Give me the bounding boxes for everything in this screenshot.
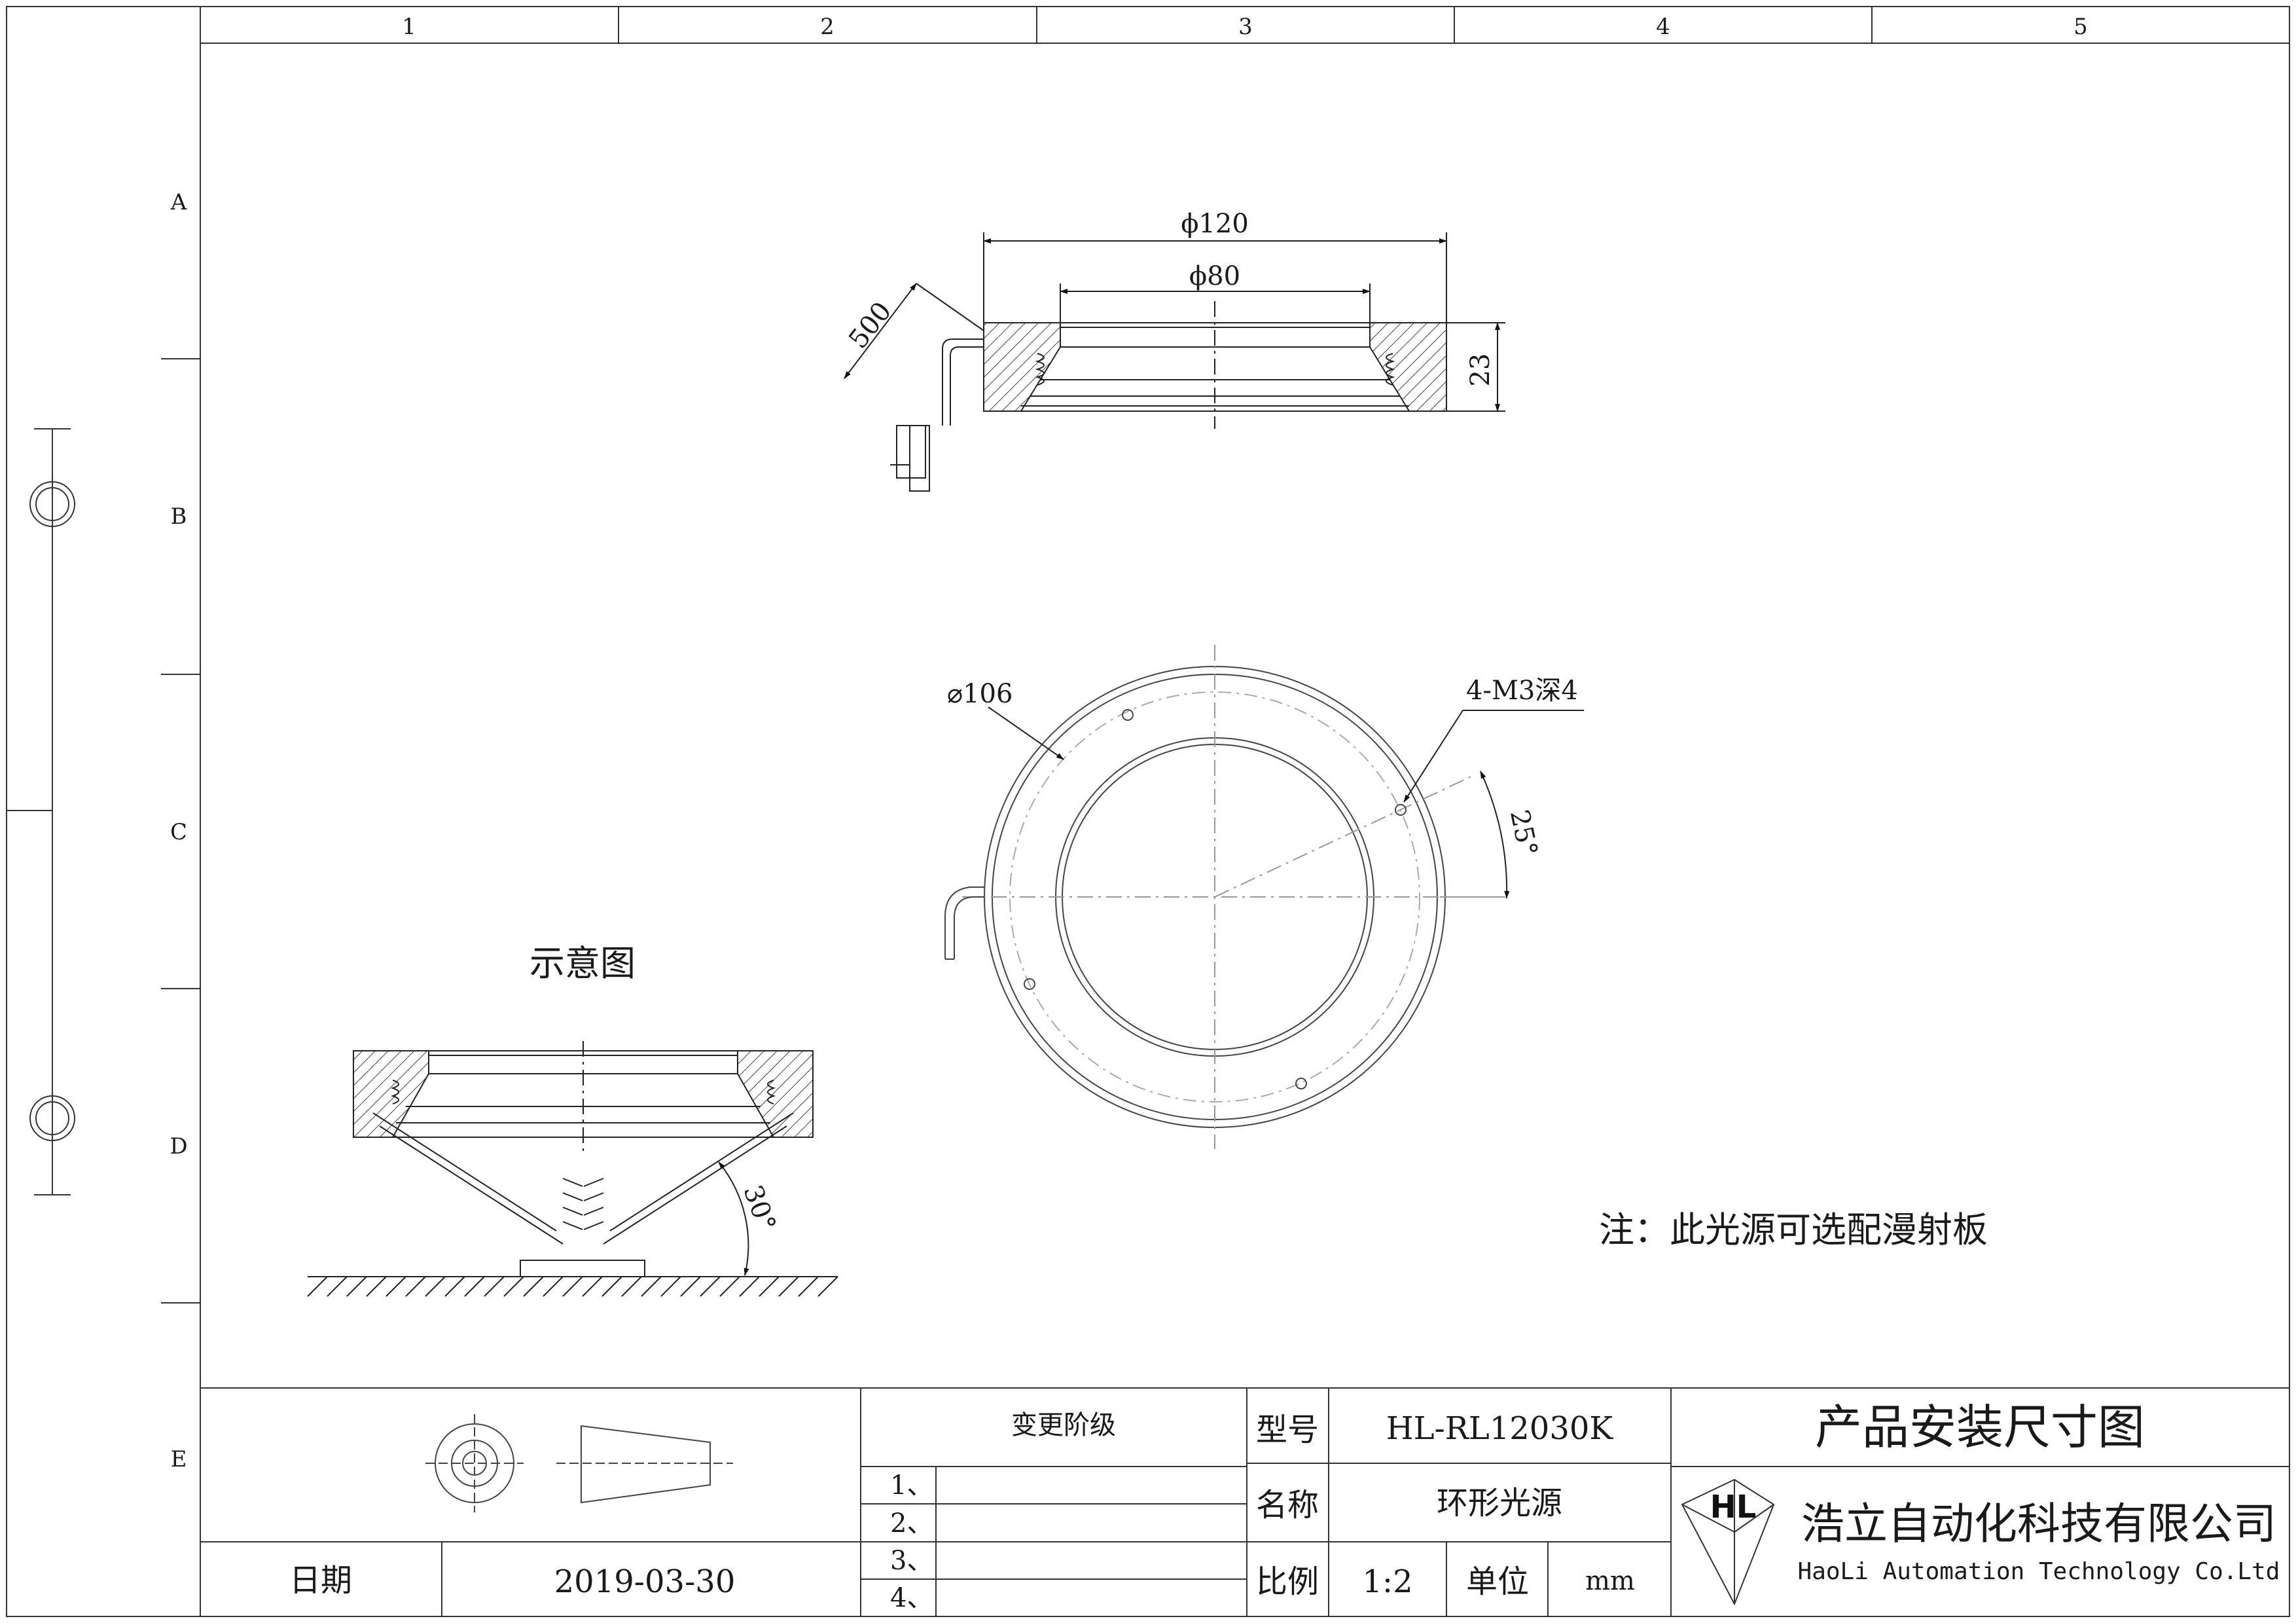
- row-label: E: [171, 1446, 187, 1472]
- model-value: HL-RL12030K: [1386, 1410, 1614, 1447]
- logo-text: HL: [1710, 1489, 1757, 1525]
- title-block-grid: [200, 1387, 2289, 1616]
- col-label: 2: [820, 14, 834, 40]
- change-row-2: 2、: [890, 1508, 933, 1539]
- row-label: B: [171, 503, 187, 530]
- dim-hole-angle: 25°: [1504, 807, 1543, 859]
- schematic-title: 示意图: [529, 943, 636, 984]
- front-section-view: [890, 301, 1447, 492]
- top-view-labels: ⌀106 4-M3深4 25°: [947, 676, 1578, 859]
- schematic-angle: 30°: [737, 1181, 781, 1235]
- change-level-label: 变更阶级: [1011, 1410, 1116, 1440]
- scale-label: 比例: [1256, 1563, 1319, 1600]
- row-label: D: [170, 1133, 187, 1159]
- date-label: 日期: [289, 1562, 352, 1599]
- scale-value: 1:2: [1362, 1563, 1412, 1600]
- front-view-dimensions: [844, 232, 1505, 412]
- change-row-1: 1、: [890, 1470, 933, 1501]
- name-value: 环形光源: [1437, 1485, 1562, 1522]
- sheet-frame: [6, 6, 2290, 1617]
- col-label: 4: [1656, 14, 1670, 40]
- diffuser-note: 注：此光源可选配漫射板: [1599, 1209, 1988, 1250]
- dim-height: 23: [1465, 354, 1496, 387]
- change-row-3: 3、: [890, 1546, 933, 1576]
- column-labels: 1 2 3 4 5: [402, 14, 2088, 40]
- unit-label: 单位: [1466, 1563, 1529, 1600]
- company-logo: HL: [1681, 1478, 1775, 1606]
- unit-value: mm: [1585, 1566, 1635, 1596]
- dim-inner-diameter: ϕ80: [1189, 261, 1240, 291]
- company-name-en: HaoLi Automation Technology Co.Ltd: [1798, 1558, 2280, 1585]
- col-label: 1: [402, 14, 416, 40]
- date-value: 2019-03-30: [554, 1563, 736, 1600]
- top-view-dimensions: [988, 706, 1584, 899]
- company-name-cn: 浩立自动化科技有限公司: [1801, 1499, 2276, 1549]
- model-label: 型号: [1256, 1412, 1319, 1448]
- row-labels: A B C D E: [170, 189, 187, 1472]
- change-row-4: 4、: [890, 1583, 933, 1613]
- projection-symbol: [425, 1414, 733, 1512]
- schematic-illustration: [307, 1041, 838, 1297]
- dim-cable-length: 500: [843, 297, 897, 354]
- title-block-text: 变更阶级 1、 2、 3、 4、 日期 2019-03-30 型号 HL-RL1…: [289, 1400, 2280, 1613]
- dim-mount-holes: 4-M3深4: [1466, 676, 1578, 706]
- row-label: A: [170, 189, 187, 215]
- name-label: 名称: [1256, 1487, 1319, 1523]
- dim-outer-diameter: ϕ120: [1181, 209, 1249, 239]
- dim-bolt-circle: ⌀106: [947, 679, 1013, 709]
- top-view: [944, 645, 1505, 1149]
- col-label: 3: [1238, 14, 1253, 40]
- row-label: C: [170, 819, 187, 845]
- col-label: 5: [2073, 14, 2088, 40]
- drawing-title: 产品安装尺寸图: [1815, 1400, 2145, 1455]
